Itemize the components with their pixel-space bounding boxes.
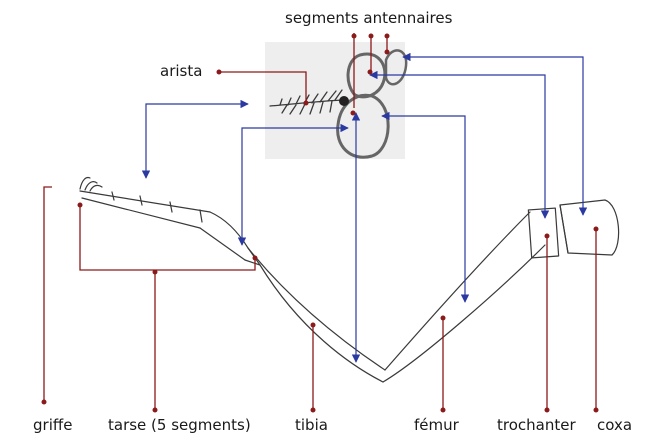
tibia-drawing <box>209 211 261 266</box>
tarse-label: tarse (5 segments) <box>108 416 251 434</box>
segments-antennaires-label: segments antennaires <box>285 9 453 27</box>
trochanter-label: trochanter <box>497 416 576 434</box>
arista-drawing <box>269 89 344 115</box>
femur-label: fémur <box>414 416 459 434</box>
coxa-arrow <box>402 52 588 216</box>
homology-arrows <box>141 52 588 363</box>
griffe-leader <box>43 186 52 402</box>
arista-leader <box>219 71 307 103</box>
tibia-label: tibia <box>295 416 328 434</box>
tarsus-drawing <box>79 190 211 229</box>
coxa-drawing <box>559 199 620 256</box>
femur-drawing <box>384 211 531 371</box>
tarse-bracket <box>79 205 256 271</box>
tarsus-arrow <box>237 123 349 246</box>
leg-drawing <box>79 176 620 383</box>
arista-claw-arrow <box>141 99 249 179</box>
claw-drawing <box>79 176 91 190</box>
arista-label: arista <box>160 62 203 80</box>
leader-lines <box>41 33 599 413</box>
trochanter-drawing <box>527 207 560 259</box>
coxa-label: coxa <box>597 416 633 434</box>
griffe-label: griffe <box>33 416 73 434</box>
antenna-inset <box>265 42 408 159</box>
